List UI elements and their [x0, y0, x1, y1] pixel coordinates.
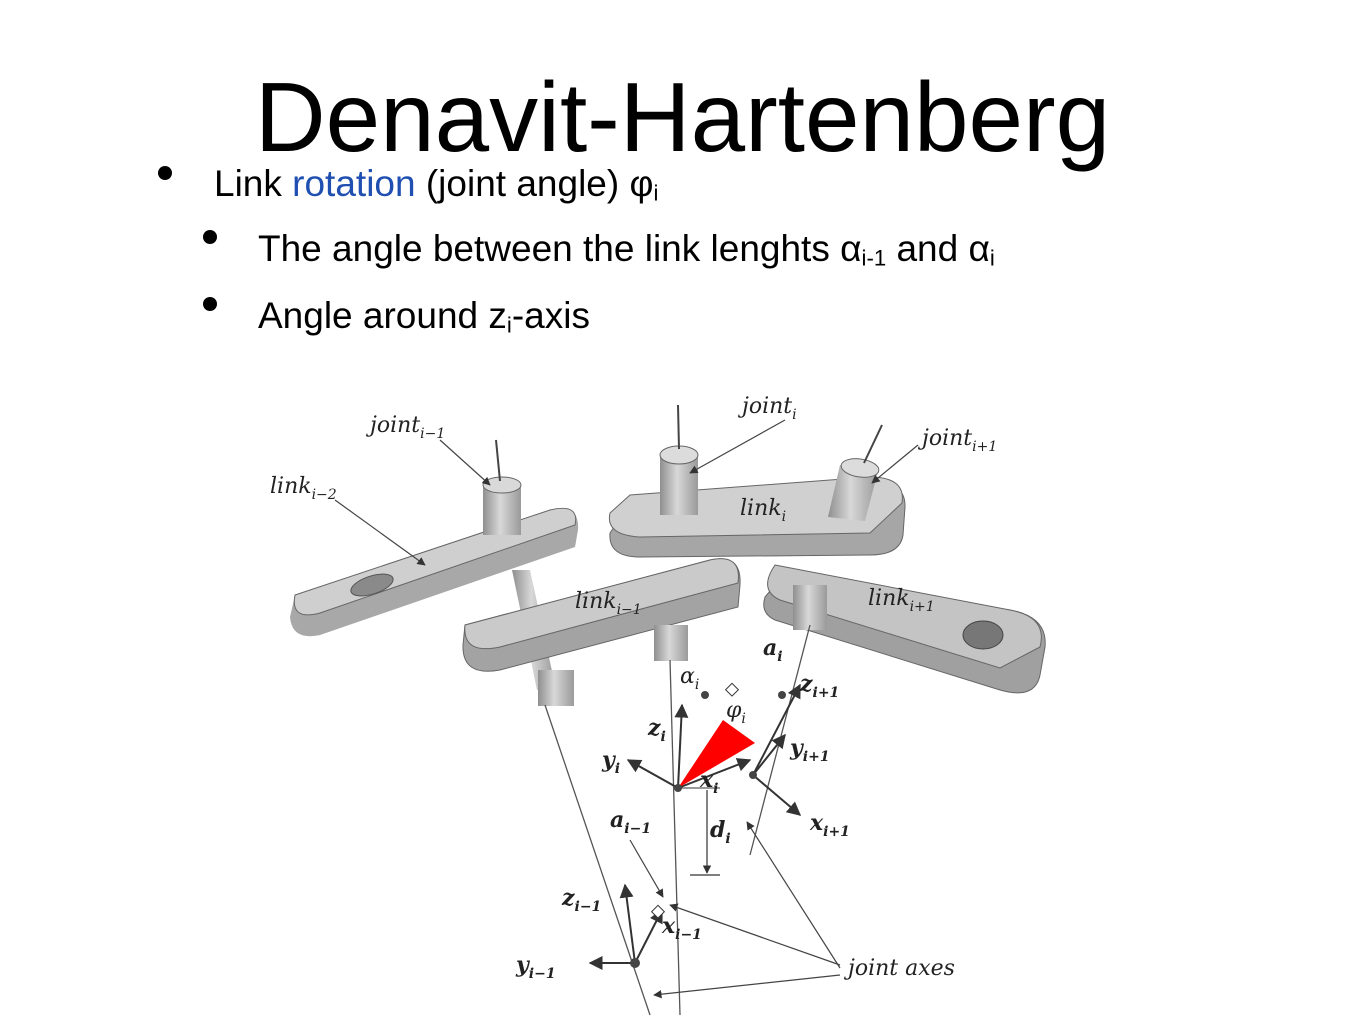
label-d-i: di [710, 817, 731, 847]
d-i-dimension [690, 790, 720, 876]
axis-dot-a [701, 691, 709, 699]
bullet-dot-1 [158, 166, 172, 180]
label-y-i-plus-1: yi+1 [789, 735, 830, 765]
origin-dot-i [674, 784, 682, 792]
bullet-angle-around: Angle around zi-axis [258, 294, 590, 347]
slide-title: Denavit-Hartenberg [254, 62, 1111, 172]
label-joint-axes: joint axes [843, 956, 955, 981]
label-joint-i-minus-1: jointi−1 [365, 413, 445, 442]
bullet2-sub2: i [989, 245, 995, 271]
axis-dot-b [778, 691, 786, 699]
right-angle-marker-bottom [650, 904, 666, 919]
label-a-i: ai [763, 635, 783, 665]
link-i-minus-1 [462, 558, 741, 706]
label-link-i-plus-1: linki+1 [868, 586, 935, 615]
bullet3-text-post: -axis [511, 295, 590, 336]
link-i-plus-1 [763, 564, 1046, 694]
label-link-i-minus-1: linki−1 [575, 589, 642, 618]
label-joint-i-plus-1: jointi+1 [917, 426, 997, 455]
frame-i-axes [626, 703, 752, 789]
label-phi-i: φi [726, 698, 746, 727]
label-z-i-plus-1: zi+1 [799, 671, 839, 701]
label-y-i: yi [601, 747, 620, 777]
bullet3-sub: i [506, 312, 512, 338]
label-a-i-minus-1: ai−1 [610, 807, 651, 837]
label-z-i: zi [647, 715, 666, 745]
origin-dot-i-minus-1 [630, 958, 640, 968]
label-alpha-i: αi [680, 664, 699, 693]
joint-axes-lines [544, 624, 811, 1016]
rotation-highlight: rotation [292, 163, 416, 204]
label-joint-i: jointi [737, 394, 797, 423]
bullet2-text-mid: and α [886, 228, 990, 269]
leader-arrows [334, 419, 919, 999]
dh-robot-links-diagram: jointi−1 jointi jointi+1 linki−2 linki l… [270, 394, 1046, 1016]
bullet-angle-between: The angle between the link lenghts αi-1 … [258, 227, 995, 280]
bullet2-sub1: i-1 [861, 245, 887, 271]
label-z-i-minus-1: zi−1 [561, 885, 601, 915]
bullet3-text-pre: Angle around z [258, 295, 507, 336]
bullet-link-rotation: Link rotation (joint angle) φi [214, 162, 658, 215]
origin-dot-i-plus-1 [749, 771, 757, 779]
bullet-dot-2 [203, 230, 217, 244]
bullet1-sub: i [653, 180, 659, 206]
right-angle-marker-top [724, 682, 740, 697]
label-x-i-minus-1: xi−1 [661, 913, 702, 943]
label-link-i: linki [740, 496, 786, 525]
bullet1-text-post: (joint angle) φ [415, 163, 654, 204]
frame-i-plus-1-axes [752, 683, 802, 816]
label-y-i-minus-1: yi−1 [515, 952, 556, 982]
bullet-dot-3 [203, 297, 217, 311]
phi-angle-wedge [678, 720, 755, 788]
label-x-i-plus-1: xi+1 [809, 810, 850, 840]
frame-i-minus-1-axes [588, 883, 663, 970]
bullet2-text-pre: The angle between the link lenghts α [258, 228, 862, 269]
bullet1-text-pre: Link [214, 163, 293, 204]
label-link-i-minus-2: linki−2 [270, 474, 337, 503]
label-x-i: xi [699, 767, 718, 797]
link-i [608, 404, 906, 558]
